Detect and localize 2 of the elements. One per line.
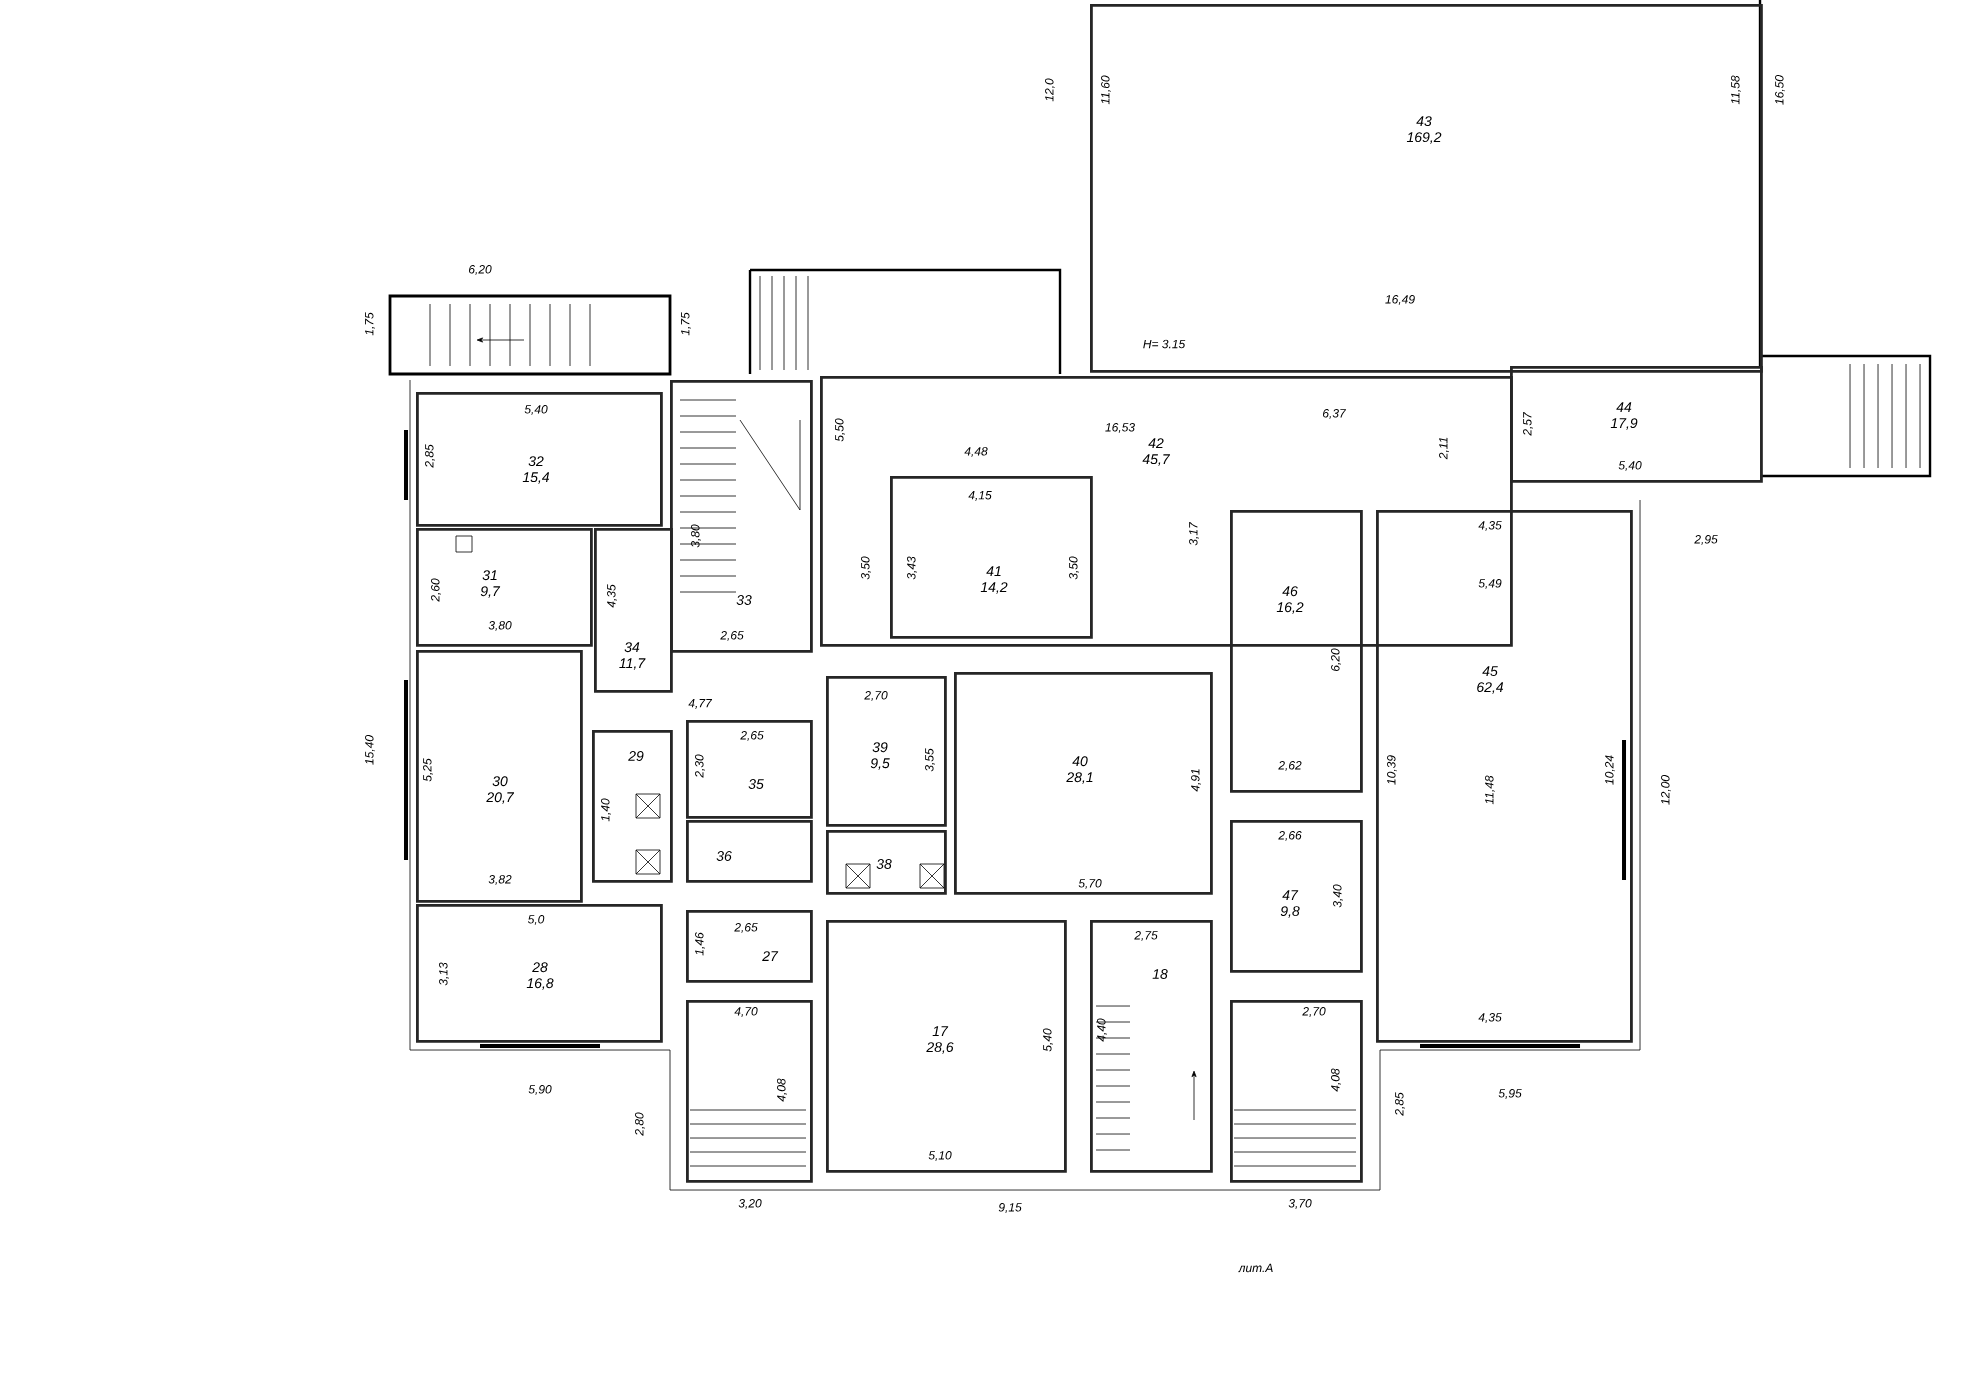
stair-room bbox=[1230, 1000, 1363, 1183]
stair-room bbox=[686, 1000, 813, 1183]
